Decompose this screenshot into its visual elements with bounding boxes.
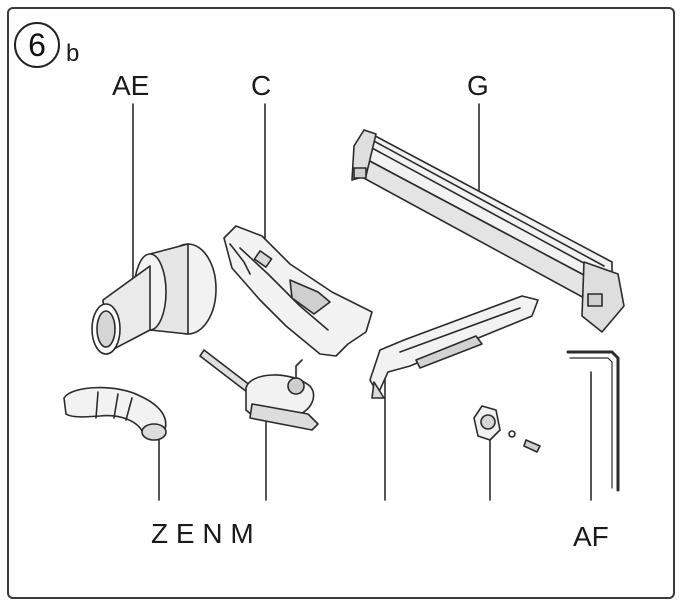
label-af: AF <box>573 521 609 552</box>
label-c: C <box>251 70 272 101</box>
label-z-e-n-m: Z E N M <box>151 518 254 549</box>
miter-gauge-part <box>199 349 319 431</box>
label-ae: AE <box>112 70 150 101</box>
step-number-badge: 6 <box>14 22 60 68</box>
rip-fence-part <box>351 129 625 333</box>
hex-key-part <box>566 350 620 492</box>
push-stick-part <box>369 295 539 399</box>
step-sub-label: b <box>66 40 80 67</box>
label-g: G <box>467 70 489 101</box>
elbow-hose-part <box>63 386 167 441</box>
step-number: 6 <box>28 26 46 63</box>
dust-adapter-part <box>91 243 217 355</box>
blade-guard-part <box>223 225 373 357</box>
knob-part <box>473 405 541 453</box>
